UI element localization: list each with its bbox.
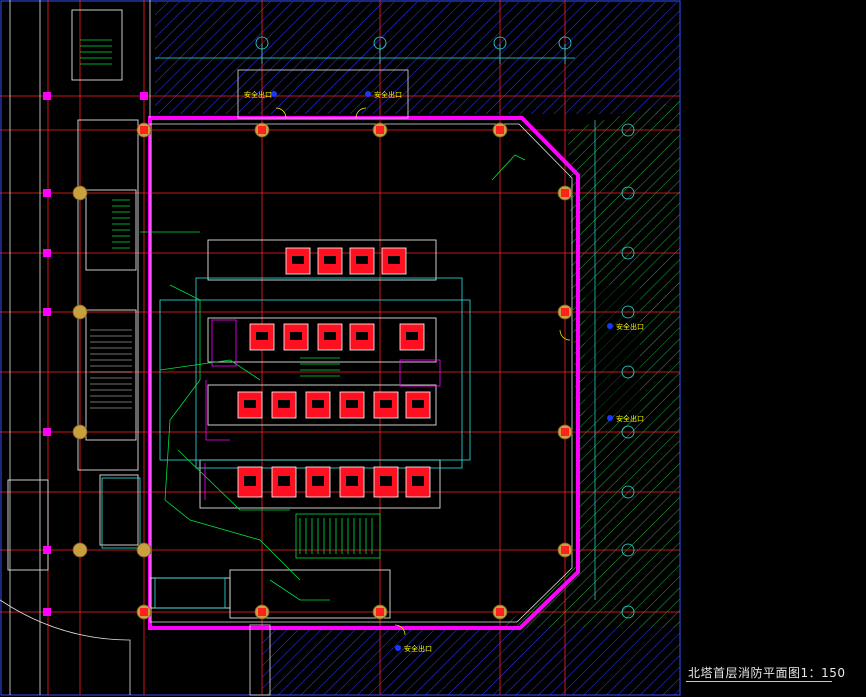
building-outline	[148, 116, 580, 630]
core-magenta-lines	[204, 319, 441, 500]
dimension-line-top	[155, 44, 596, 600]
drawing-frame	[0, 0, 681, 696]
title-underline	[686, 681, 832, 682]
elevator-inner-marks	[244, 256, 424, 486]
column-cores	[140, 126, 569, 616]
drawing-title: 北塔首层消防平面图1：150	[688, 666, 846, 680]
fire-piping-green	[140, 154, 526, 601]
left-exterior-walls	[0, 0, 151, 695]
hatch-zone-bottom	[262, 628, 680, 695]
left-core-white-stairs	[90, 329, 132, 409]
axis-bubbles-top	[255, 36, 572, 50]
grid-markers-magenta	[43, 92, 148, 616]
building-inner-wall	[149, 123, 573, 623]
cyan-zone-lines	[101, 277, 471, 609]
exit-label-5: 安全出口	[404, 644, 432, 653]
axis-bubbles-right	[621, 123, 635, 619]
elevator-row-3	[237, 391, 431, 419]
exit-label-3: 安全出口	[616, 322, 644, 331]
entrance-bottom	[249, 624, 271, 696]
core-stairs-green	[295, 357, 381, 559]
exit-markers	[271, 91, 613, 651]
central-core-walls	[199, 239, 441, 619]
columns	[72, 122, 573, 620]
exit-label-2: 安全出口	[374, 90, 402, 99]
exit-label-4: 安全出口	[616, 414, 644, 423]
entrance-canopy-top	[237, 69, 409, 119]
hatch-zone-right-pale	[585, 285, 640, 415]
elevator-row-4	[237, 466, 431, 498]
exit-label-1: 安全出口	[244, 90, 272, 99]
door-swings	[275, 107, 571, 636]
left-core-green-stairs	[80, 39, 130, 249]
elevator-row-2	[249, 323, 425, 351]
title-panel	[681, 0, 866, 697]
